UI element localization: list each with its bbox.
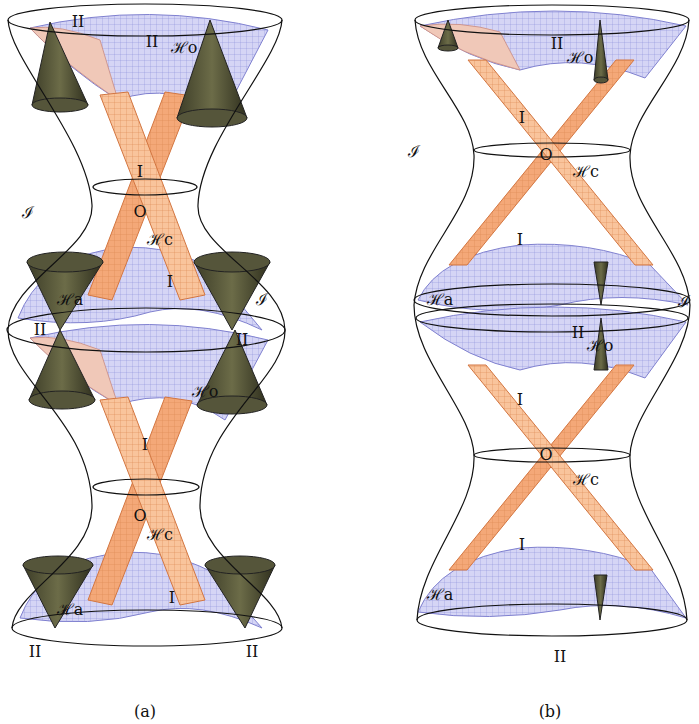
cone [594,20,608,80]
horizon-sheet [418,547,686,618]
region-label: II [72,13,85,31]
band-surface [468,365,653,570]
region-label: ℋc [573,471,599,489]
band-surface [468,60,653,265]
panel-b [414,5,690,636]
region-label: II [572,324,585,342]
horizon-sheets [418,11,688,618]
region-label: ℋc [147,231,173,249]
region-label: ℋa [57,291,84,309]
boundary-ellipse [12,610,282,646]
panel-a [7,4,285,646]
boundary-ellipse [415,5,689,35]
boundary-ellipse [8,4,282,36]
region-label: ℋo [171,39,198,57]
cones [23,20,275,628]
horizon-sheet [420,11,686,78]
region-label: ℋo [567,49,594,67]
boundary-curve [630,20,690,620]
region-label: ℐ [256,291,268,309]
cone-rim [594,77,608,83]
boundary-outline [414,5,690,636]
region-label: O [539,146,552,164]
band-surface [449,60,634,265]
cones [438,20,608,620]
region-label: ℋa [427,586,454,604]
orange-bands [88,92,205,605]
region-label: O [539,446,552,464]
boundary-ellipse [414,284,690,316]
region-label: ℋo [587,337,614,355]
region-label: II [554,648,567,666]
boundary-outline [7,4,285,646]
boundary-ellipse [7,308,285,352]
cone [29,330,95,400]
cone-rim [29,391,95,409]
region-label: ℋc [147,526,173,544]
boundary-ellipse [93,479,199,495]
region-label: I [142,436,148,454]
region-label: ℐ [678,293,690,311]
region-label: II [34,321,47,339]
region-label: I [517,391,523,409]
band-surface [100,397,205,605]
boundary-curve [8,20,92,628]
horizon-sheet [418,547,686,618]
cone-rim [32,98,88,112]
horizon-sheet [30,14,268,118]
band-surface [100,397,205,605]
cone-rim [27,252,103,272]
orange-bands [449,60,653,570]
cone [594,575,607,620]
cone-rim [205,556,275,574]
region-label: II [236,331,249,349]
band-surface [468,60,653,265]
region-label: I [137,163,143,181]
cone-rim [438,45,458,51]
region-label: ℋa [57,601,84,619]
band-surface [449,365,634,570]
band-surface [468,365,653,570]
region-label: O [133,507,146,525]
panel-caption: (a) [134,703,156,721]
region-label: II [246,643,259,661]
horizon-sheet [30,14,268,118]
panel-caption: (b) [539,703,562,721]
region-label: I [519,536,525,554]
region-label: I [517,231,523,249]
region-label: I [519,109,525,127]
cone-rim [23,556,93,574]
band-surface [449,365,634,570]
cone [594,262,608,305]
region-label: II [146,33,159,51]
cone [438,20,458,48]
region-label: ℋo [192,383,219,401]
boundary-curve [414,20,474,620]
region-label: I [167,273,173,291]
boundary-ellipse [93,179,197,195]
region-label: II [551,35,564,53]
band-surface [449,60,634,265]
boundary-curve [198,20,285,628]
region-label: I [169,589,175,607]
region-label: ℋa [427,291,454,309]
boundary-ellipse [417,604,687,636]
boundary-ellipse [416,304,688,332]
horizon-sheet [30,324,268,420]
region-label: ℐ [408,143,420,161]
horizon-sheet [420,307,686,378]
region-label: O [133,203,146,221]
cone-rim [194,252,270,272]
cone-rim [177,109,247,127]
horizon-sheet [420,11,686,78]
region-label: ℋc [573,163,599,181]
region-label: II [29,643,42,661]
horizon-sheet [420,307,686,378]
region-label: ℐ [22,204,34,222]
horizon-sheet [30,324,268,420]
